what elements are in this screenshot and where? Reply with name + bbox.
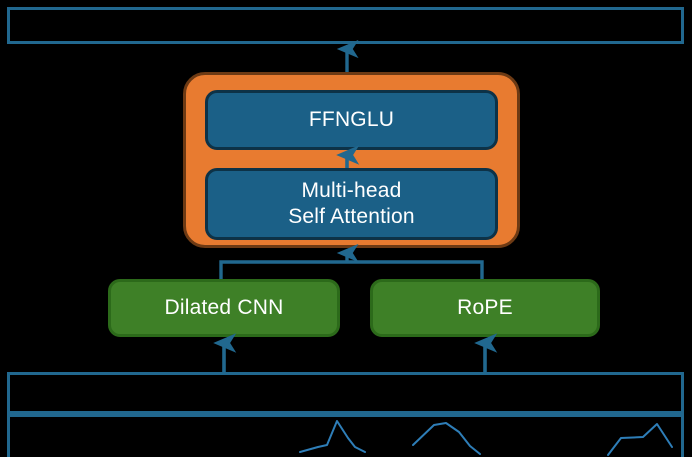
input-pane-lower (7, 414, 684, 457)
input-pane-upper (7, 372, 684, 414)
rope-label: RoPE (457, 296, 513, 319)
output-pane (7, 7, 684, 44)
ffnglu-block[interactable]: FFNGLU (205, 90, 498, 150)
dilated-cnn-label: Dilated CNN (164, 296, 284, 319)
dilated-cnn-block[interactable]: Dilated CNN (108, 279, 340, 337)
self-attention-label: Multi-head Self Attention (288, 179, 415, 228)
edge-features-to-transformer (219, 243, 484, 279)
self-attention-block[interactable]: Multi-head Self Attention (205, 168, 498, 240)
rope-block[interactable]: RoPE (370, 279, 600, 337)
ffnglu-label: FFNGLU (308, 108, 395, 132)
